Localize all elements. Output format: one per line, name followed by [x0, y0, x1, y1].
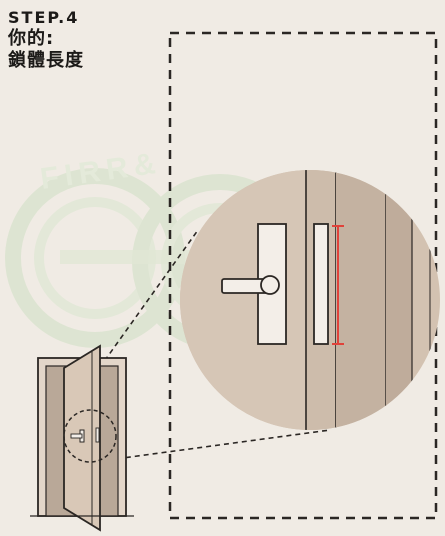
- latch-plate-icon: [313, 223, 329, 345]
- step-number: STEP.4: [8, 8, 80, 27]
- step-heading: STEP.4 你的: 鎖體長度: [8, 8, 84, 72]
- measurement-line-icon: [332, 225, 344, 345]
- door-icon: [30, 344, 134, 532]
- door-handle-icon: [221, 223, 287, 345]
- lock-length-frame: [168, 31, 438, 520]
- heading-line-1: 你的:: [8, 28, 55, 49]
- magnifier-icon: [180, 170, 440, 430]
- zoom-target-circle: [63, 409, 117, 463]
- heading-line-2: 鎖體長度: [8, 50, 84, 71]
